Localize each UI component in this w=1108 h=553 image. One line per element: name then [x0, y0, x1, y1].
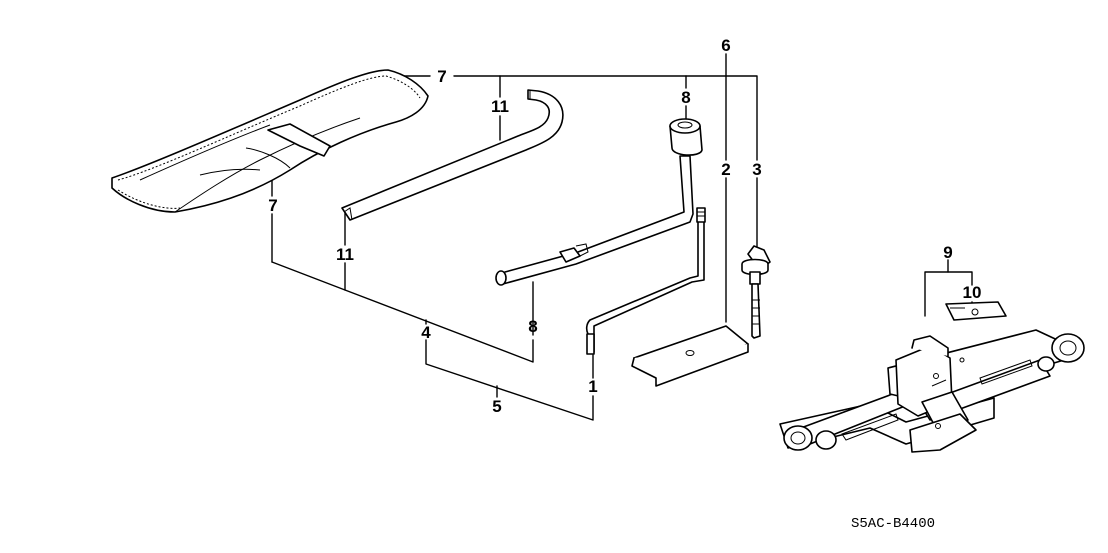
callout-7-left: 7 [268, 196, 277, 215]
callout-11-top: 11 [491, 97, 509, 116]
scissor-jack [779, 329, 1085, 453]
callout-2: 2 [721, 160, 730, 179]
callout-7-top: 7 [437, 67, 446, 86]
tool-pouch [111, 69, 429, 213]
wing-bolt [741, 245, 771, 339]
jack-handle [495, 118, 703, 286]
callout-1: 1 [588, 377, 597, 396]
jack-bracket [631, 325, 749, 387]
caution-label [945, 301, 1007, 321]
callout-11-left: 11 [336, 245, 354, 264]
callout-4: 4 [421, 323, 431, 342]
callout-8-top: 8 [681, 88, 690, 107]
wheel-nut-wrench [341, 89, 564, 221]
callout-5: 5 [492, 397, 501, 416]
callout-labels: 7 7 11 11 8 8 6 2 3 4 5 1 9 10 [268, 36, 981, 416]
callout-3: 3 [752, 160, 761, 179]
leader-lines [271, 53, 973, 421]
callout-9: 9 [943, 243, 952, 262]
jack-bar [585, 207, 706, 355]
diagram-code: S5AC-B4400 [851, 516, 935, 532]
callout-8-bottom: 8 [528, 317, 537, 336]
callout-6: 6 [721, 36, 730, 55]
callout-10: 10 [963, 283, 982, 302]
